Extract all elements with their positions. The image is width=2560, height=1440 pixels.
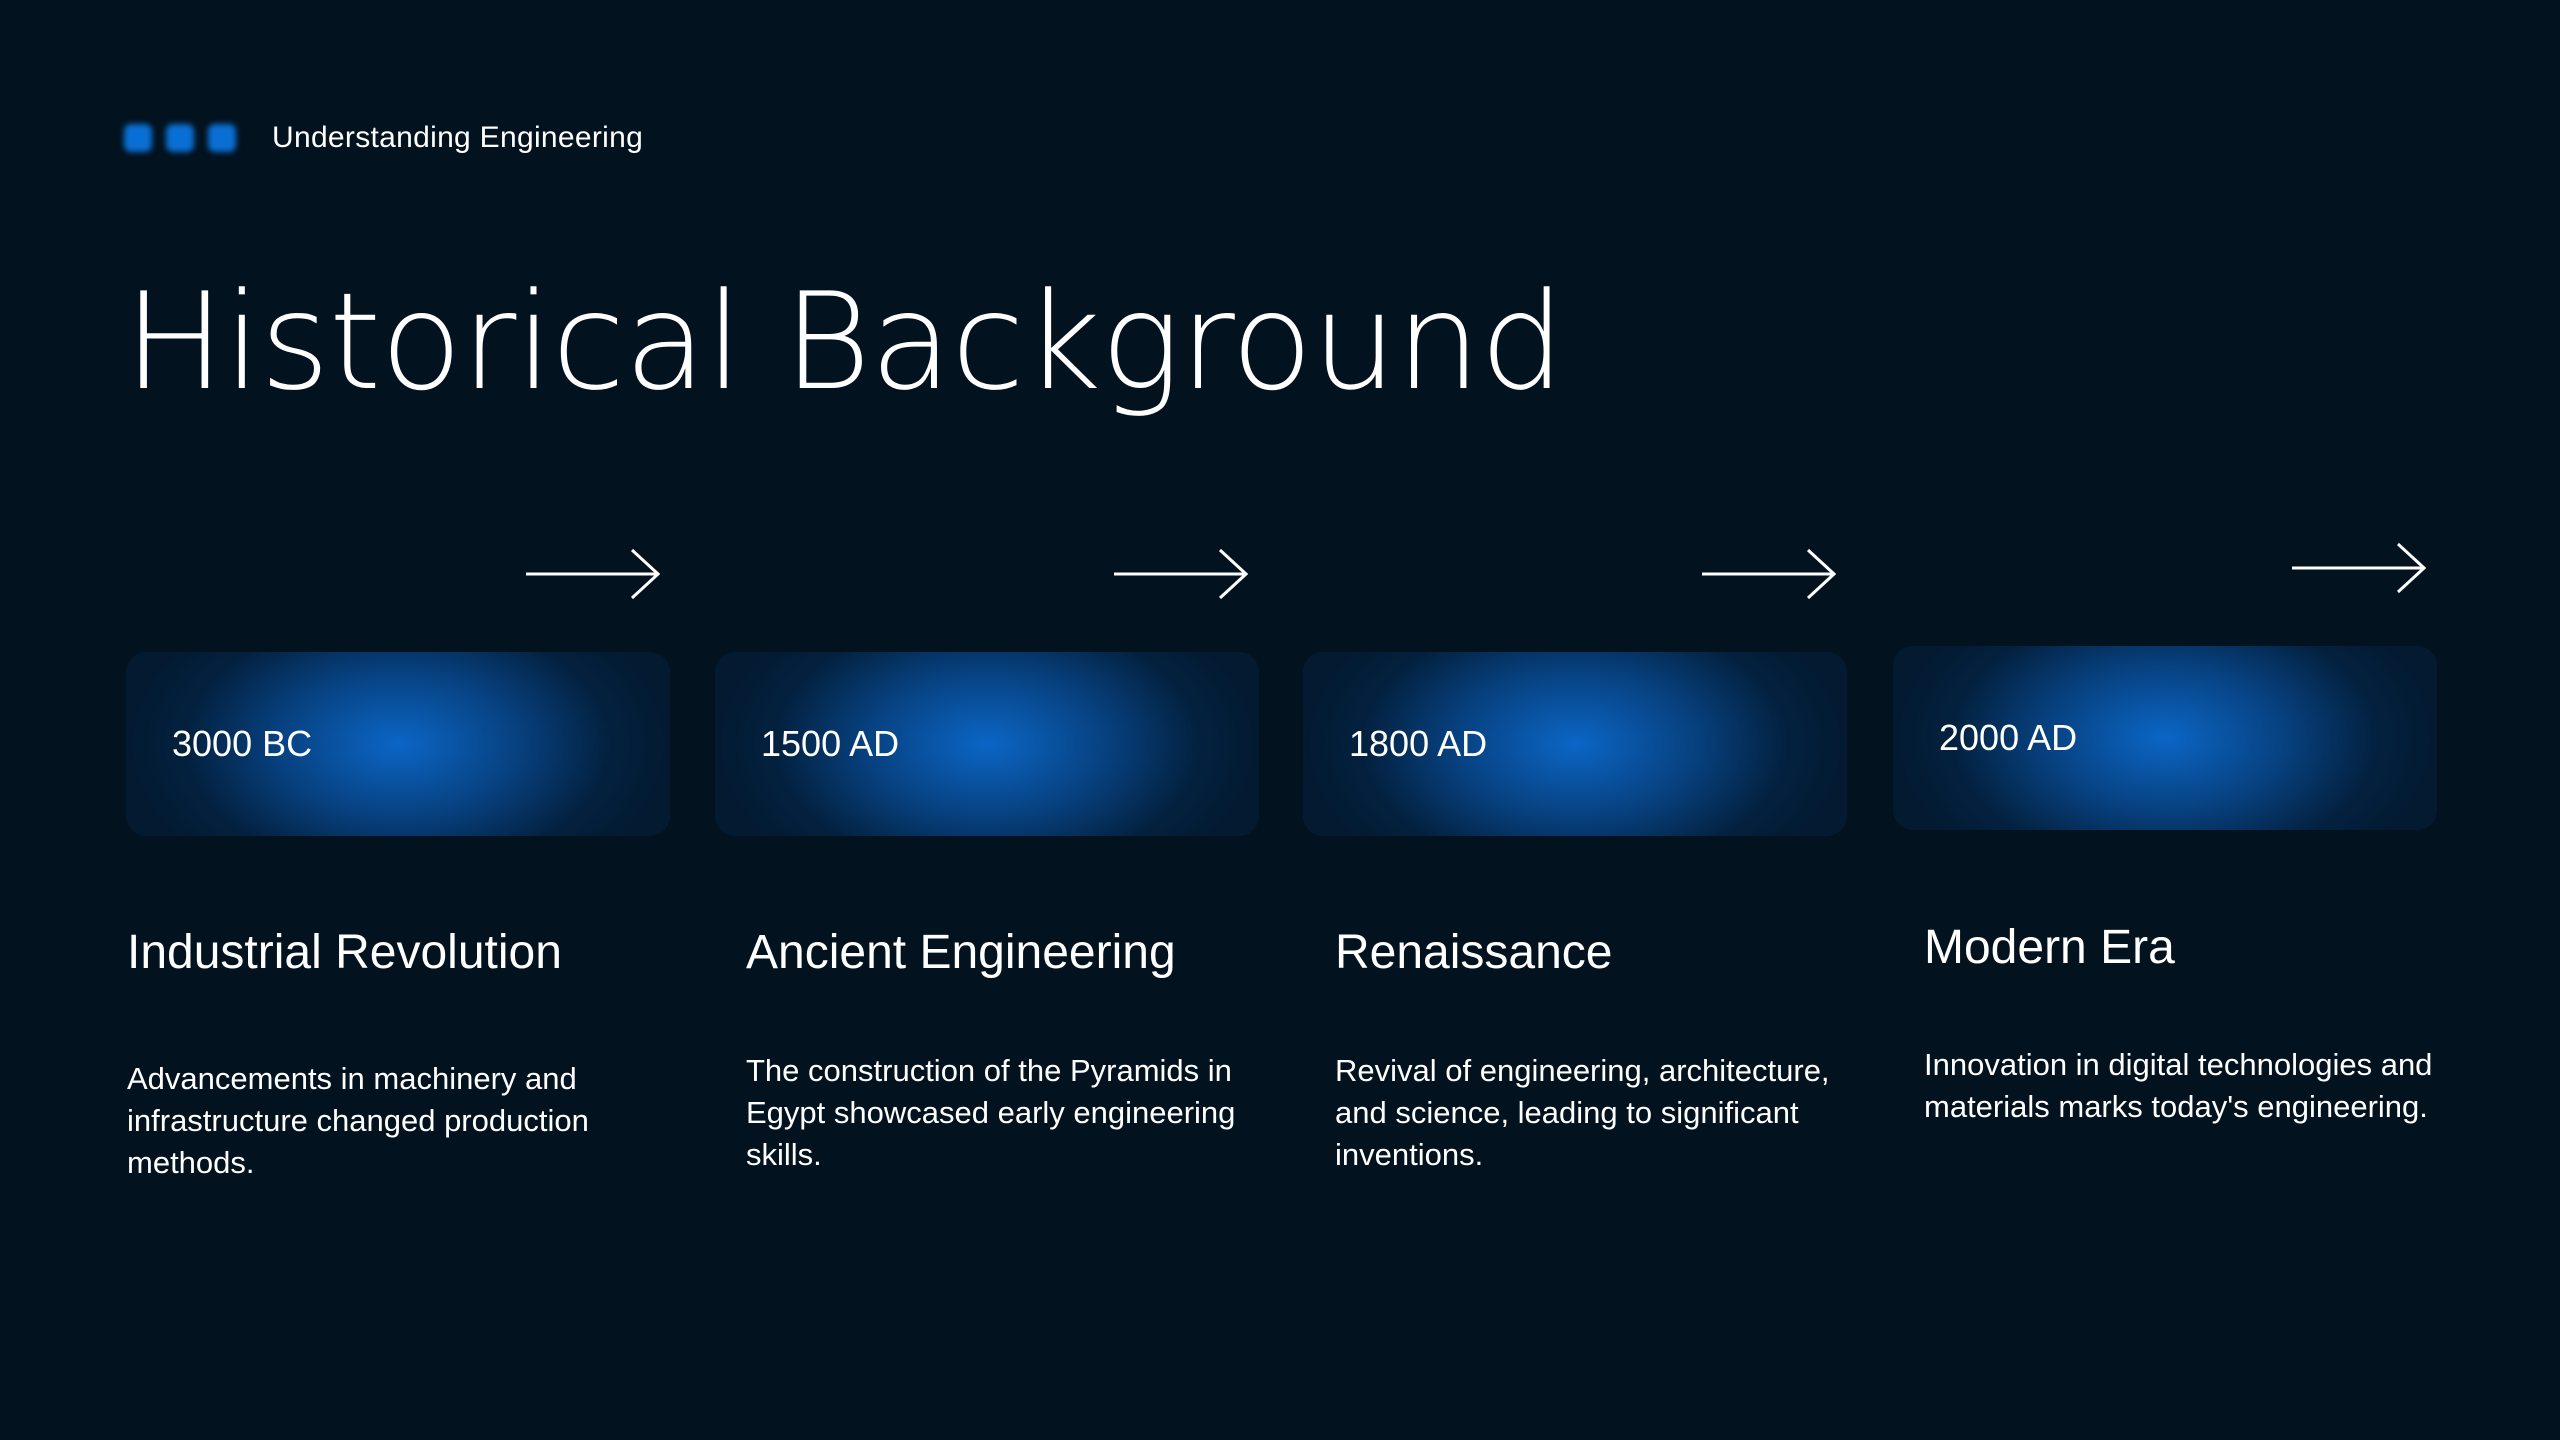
timeline-date-4: 2000 AD (1939, 717, 2078, 758)
three-dots-icon (124, 124, 236, 152)
timeline-card-3: 1800 AD (1303, 652, 1847, 836)
timeline-description-2: The construction of the Pyramids in Egyp… (746, 1053, 1236, 1172)
timeline-date-2: 1500 AD (761, 723, 900, 764)
slide-header: Understanding Engineering (124, 118, 643, 158)
arrow-right-icon (2292, 542, 2426, 594)
timeline-date-3: 1800 AD (1349, 723, 1488, 764)
arrow-right-icon (1114, 548, 1248, 600)
timeline-card-1: 3000 BC (126, 652, 670, 836)
arrow-right-icon (1702, 548, 1836, 600)
header-label: Understanding Engineering (272, 121, 644, 154)
timeline-description-4: Innovation in digital technologies and m… (1924, 1047, 2433, 1124)
dot-3 (208, 124, 236, 152)
timeline-heading-2: Ancient Engineering (746, 926, 1176, 979)
timeline-description-3: Revival of engineering, architecture, an… (1335, 1053, 1830, 1172)
timeline-heading-1: Industrial Revolution (127, 926, 562, 979)
timeline-date-1: 3000 BC (172, 723, 313, 764)
timeline-card-2: 1500 AD (715, 652, 1259, 836)
dot-2 (166, 124, 194, 152)
timeline-heading-3: Renaissance (1335, 926, 1613, 979)
arrow-right-icon (526, 548, 660, 600)
timeline-card-4: 2000 AD (1893, 646, 2437, 830)
timeline-description-1: Advancements in machinery and infrastruc… (127, 1061, 589, 1180)
timeline-heading-4: Modern Era (1924, 921, 2175, 974)
page-title: Historical Background (124, 264, 1565, 420)
dot-1 (124, 124, 152, 152)
